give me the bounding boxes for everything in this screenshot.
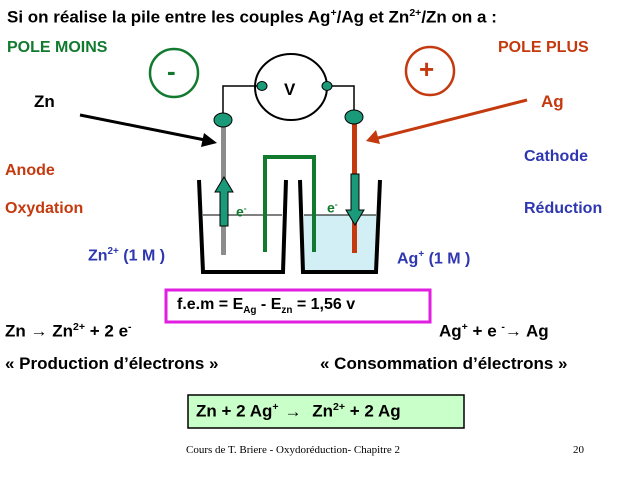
half-right-c: Ag xyxy=(521,321,549,341)
anode-label: Anode xyxy=(5,162,55,179)
zn-pointer-line xyxy=(79,113,206,142)
title-prefix: Si on réalise la pile entre les couples … xyxy=(7,7,331,27)
minus-sign: - xyxy=(167,56,176,86)
voltmeter-label: V xyxy=(284,80,296,99)
zn-ion-label: Zn2+ (1 M ) xyxy=(88,246,165,265)
zn-ion-charge: 2+ xyxy=(107,246,119,257)
ag-ion-label: Ag+ (1 M ) xyxy=(397,249,470,268)
fem-sub-ag: Ag xyxy=(243,305,257,317)
half-right-a: Ag xyxy=(439,321,462,341)
fem-box xyxy=(164,288,432,324)
electron-right-charge: - xyxy=(334,199,338,209)
overall-c: + 2 Ag xyxy=(345,401,401,421)
overall-charge1: + xyxy=(272,401,279,413)
wire-right xyxy=(327,85,355,116)
beaker-left xyxy=(197,179,288,274)
electron-right-base: e xyxy=(327,199,335,216)
electron-down-arrow xyxy=(345,173,365,226)
fem-suffix: = 1,56 v xyxy=(292,296,356,313)
electron-left-base: e xyxy=(236,203,244,220)
fem-prefix: f.e.m = E xyxy=(177,296,244,313)
plus-sign: + xyxy=(419,54,435,84)
overall-arrow: → xyxy=(284,401,302,421)
half-left-e-charge: - xyxy=(128,321,132,333)
overall-equation-box xyxy=(187,394,465,429)
page-number: 20 xyxy=(573,444,584,456)
half-right-charge: + xyxy=(461,321,468,333)
title-mid1: /Ag et Zn xyxy=(336,7,410,27)
pole-plus-label: POLE PLUS xyxy=(498,39,589,56)
half-right-arrow: → xyxy=(504,321,522,341)
overall-equation: Zn + 2 Ag+ → Zn2+ + 2 Ag xyxy=(196,401,401,422)
quote-consommation: « Consommation d’électrons » xyxy=(320,354,568,373)
ag-ion-symbol: Ag xyxy=(397,250,419,268)
ag-pointer-head xyxy=(366,130,380,144)
ag-ion-conc: (1 M ) xyxy=(424,250,471,268)
fem-equation: f.e.m = EAg - Ezn = 1,56 v xyxy=(177,296,355,316)
title-sup1: + xyxy=(330,7,337,19)
cathode-label: Cathode xyxy=(524,148,588,165)
pole-moins-label: POLE MOINS xyxy=(7,39,108,56)
electron-label-right: e- xyxy=(327,199,338,216)
reduction-label: Réduction xyxy=(524,200,603,217)
wire-left xyxy=(222,85,263,118)
voltmeter-terminal-right xyxy=(321,81,333,91)
half-right-b: + e xyxy=(467,321,502,341)
half-left-a: Zn xyxy=(5,321,31,341)
plus-pole-circle xyxy=(404,45,456,97)
half-reaction-left: Zn → Zn2+ + 2 e- xyxy=(5,321,132,342)
electron-label-left: e- xyxy=(236,203,247,220)
quote-production: « Production d’électrons » xyxy=(5,354,219,373)
zn-ion-symbol: Zn xyxy=(88,247,108,265)
beaker-right xyxy=(298,179,382,274)
overall-b: Zn xyxy=(307,401,334,421)
silver-electrode-clip xyxy=(344,109,364,125)
minus-pole-circle xyxy=(148,47,200,99)
half-left-c: + 2 e xyxy=(85,321,129,341)
ag-ion-charge: + xyxy=(418,249,425,260)
half-left-arrow: → xyxy=(30,321,48,341)
half-reaction-right: Ag+ + e -→ Ag xyxy=(439,321,549,342)
electron-up-arrow xyxy=(214,176,234,227)
overall-charge2: 2+ xyxy=(333,401,346,413)
ag-pointer-line xyxy=(377,98,528,140)
half-left-charge: 2+ xyxy=(73,321,86,333)
half-left-b: Zn xyxy=(47,321,73,341)
fem-sub-zn: zn xyxy=(281,305,293,317)
zinc-electrode-clip xyxy=(213,112,233,128)
footer-text: Cours de T. Briere - Oxydoréduction- Cha… xyxy=(186,444,401,456)
zn-label: Zn xyxy=(34,92,55,111)
oxydation-label: Oxydation xyxy=(5,200,84,217)
fem-mid: - E xyxy=(256,296,282,313)
half-right-e-charge: - xyxy=(501,321,505,333)
page-title: Si on réalise la pile entre les couples … xyxy=(7,7,497,28)
zn-ion-conc: (1 M ) xyxy=(118,247,166,265)
title-suffix: /Zn on a : xyxy=(421,7,497,27)
zn-pointer-head xyxy=(201,133,217,147)
ag-label: Ag xyxy=(541,92,564,111)
electron-left-charge: - xyxy=(243,203,247,213)
overall-a: Zn + 2 Ag xyxy=(196,401,273,421)
title-sup2: 2+ xyxy=(409,7,422,19)
salt-bridge xyxy=(263,155,316,252)
voltmeter-terminal-left xyxy=(256,81,268,91)
